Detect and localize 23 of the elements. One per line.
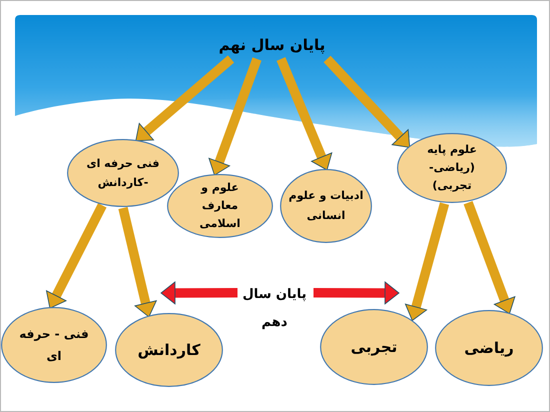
node-label: علوم و معارف اسلامی — [198, 180, 242, 232]
ellipse-node — [1, 307, 107, 383]
ellipse-node — [435, 310, 543, 386]
arrow — [118, 206, 157, 318]
node-label: علوم پایه (ریاضی- تجربی) — [426, 142, 478, 194]
arrow — [464, 201, 516, 316]
arrow — [313, 282, 400, 304]
ellipse-node — [397, 133, 507, 203]
ellipse-node — [320, 309, 428, 385]
arrow — [160, 282, 238, 304]
node-label: فنی حرفه ای -کاردانش — [86, 156, 160, 191]
arrow — [405, 202, 450, 322]
text-label: پایان سال دهم — [236, 280, 312, 337]
node-label: فنی - حرفه ای — [18, 326, 90, 365]
ellipse-node — [280, 169, 372, 243]
ellipse-node — [115, 313, 223, 387]
ellipse-node — [67, 139, 179, 207]
ellipse-node — [167, 174, 273, 238]
heading-text: پایان سال نهم — [212, 32, 332, 58]
node-label: تجربی — [350, 337, 398, 358]
node-label: کاردانش — [138, 340, 200, 361]
node-label: ادبیات و علوم انسانی — [288, 188, 364, 224]
node-label: ریاضی — [464, 338, 514, 359]
